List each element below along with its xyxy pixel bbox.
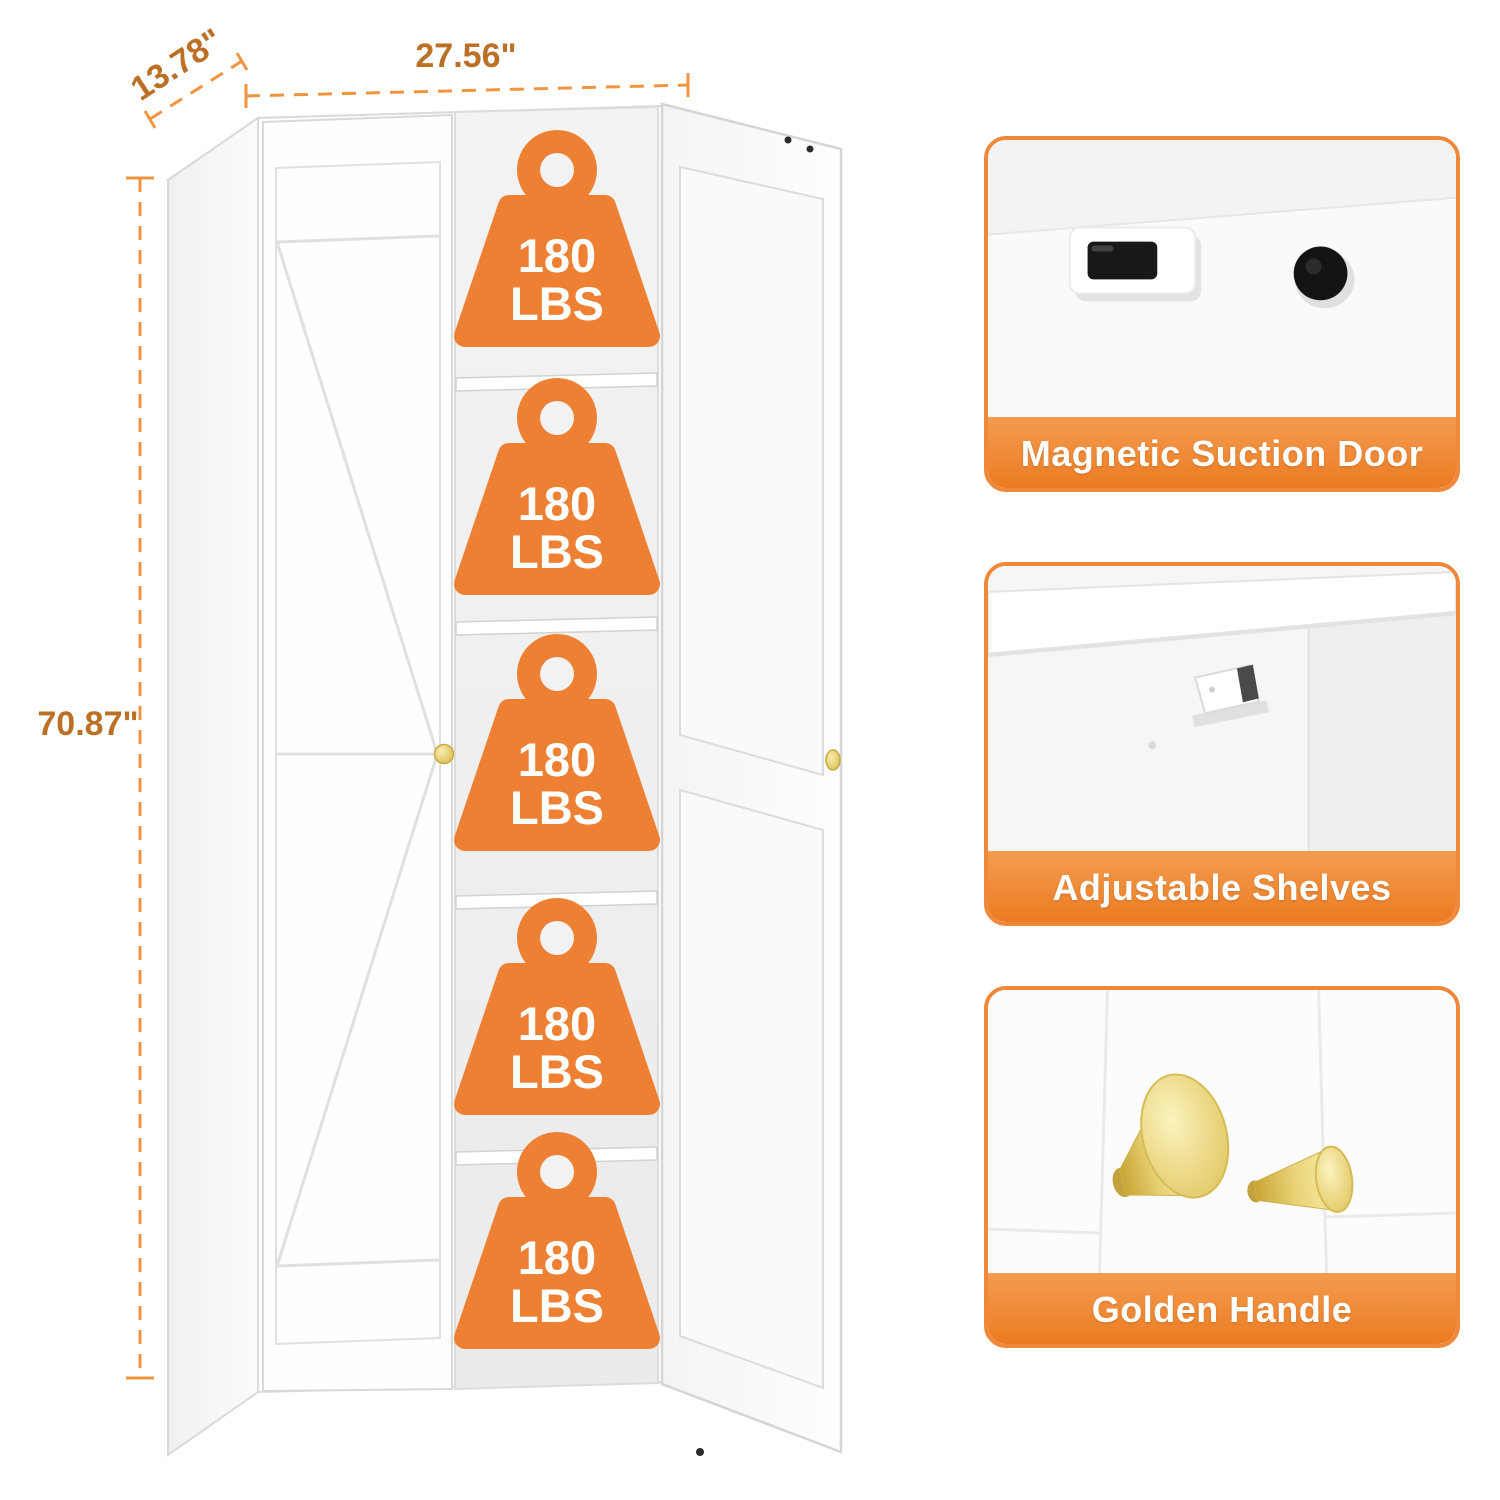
door-screw-dot	[806, 145, 814, 153]
gold-knob-large	[1112, 1073, 1230, 1199]
weight-value: 180	[518, 477, 596, 530]
adjustable-shelves-illustration	[988, 566, 1456, 851]
feature-image-magnetic-door	[988, 140, 1456, 417]
shelf-board	[455, 616, 658, 636]
cabinet-illustration: 13.78" 27.56" 70.87"	[37, 21, 843, 1457]
bracket-slot	[1236, 664, 1259, 703]
door-upper-panel	[679, 165, 824, 777]
door-bottom-dot	[696, 1448, 704, 1456]
golden-handle-illustration	[988, 990, 1456, 1273]
door-screw-dot	[784, 136, 792, 144]
feature-card-golden-handle: Golden Handle	[984, 986, 1460, 1348]
dimension-annotations	[126, 52, 690, 1380]
feature-banner: Adjustable Shelves	[988, 850, 1456, 922]
gold-knob-small	[1247, 1145, 1354, 1213]
feature-image-golden-handle	[988, 990, 1456, 1273]
door-lower-panel	[679, 788, 824, 1390]
side-wall	[1308, 595, 1456, 851]
weight-value: 180	[518, 229, 596, 282]
feature-banner: Magnetic Suction Door	[988, 416, 1456, 488]
weight-icon-1: 180 LBS	[454, 130, 660, 347]
feature-card-magnetic-door: Magnetic Suction Door	[984, 136, 1460, 492]
cabinet-side-panel	[167, 116, 259, 1457]
width-dimension-line	[245, 83, 689, 98]
weight-unit: LBS	[510, 1045, 604, 1098]
door-seams	[988, 990, 1456, 1273]
height-dimension-label: 70.87"	[37, 705, 138, 743]
feature-image-adjustable-shelves	[988, 566, 1456, 851]
gold-knob-left-door	[433, 743, 455, 765]
weight-unit: LBS	[510, 1279, 604, 1332]
weight-unit: LBS	[510, 781, 604, 834]
feature-banner: Golden Handle	[988, 1272, 1456, 1344]
feature-cards: Magnetic Suction Door	[984, 0, 1462, 1500]
magnet-catch	[1293, 246, 1348, 301]
depth-dimension-line	[149, 59, 243, 121]
feature-label: Golden Handle	[1091, 1288, 1353, 1330]
weight-value: 180	[518, 997, 596, 1050]
bracket-shadow	[1192, 700, 1269, 728]
weight-value: 180	[518, 1231, 596, 1284]
feature-label: Magnetic Suction Door	[1020, 432, 1424, 474]
cabinet-top-interior	[988, 570, 1456, 655]
weight-icon-2: 180 LBS	[454, 378, 660, 595]
right-door-open	[660, 102, 843, 1456]
feature-card-adjustable-shelves: Adjustable Shelves	[984, 562, 1460, 926]
shelf-pin-hole	[1148, 741, 1157, 750]
weight-icon-4: 180 LBS	[454, 898, 660, 1115]
barn-door-braces	[275, 234, 440, 1268]
feature-label: Adjustable Shelves	[1052, 866, 1392, 908]
magnetic-door-illustration	[988, 140, 1456, 417]
width-dimension-label: 27.56"	[415, 37, 516, 75]
weight-icon-5: 180 LBS	[454, 1132, 660, 1349]
cabinet-body: 180 LBS 180 LBS 180 LBS	[164, 102, 843, 1457]
weight-icons: 180 LBS 180 LBS 180 LBS	[454, 130, 660, 1349]
left-door-closed	[262, 113, 455, 1393]
gold-knob-open-door	[825, 749, 841, 771]
weight-icon-3: 180 LBS	[454, 634, 660, 851]
weight-unit: LBS	[510, 277, 604, 330]
weight-unit: LBS	[510, 525, 604, 578]
weight-value: 180	[518, 733, 596, 786]
depth-dimension-label: 13.78"	[124, 21, 230, 108]
